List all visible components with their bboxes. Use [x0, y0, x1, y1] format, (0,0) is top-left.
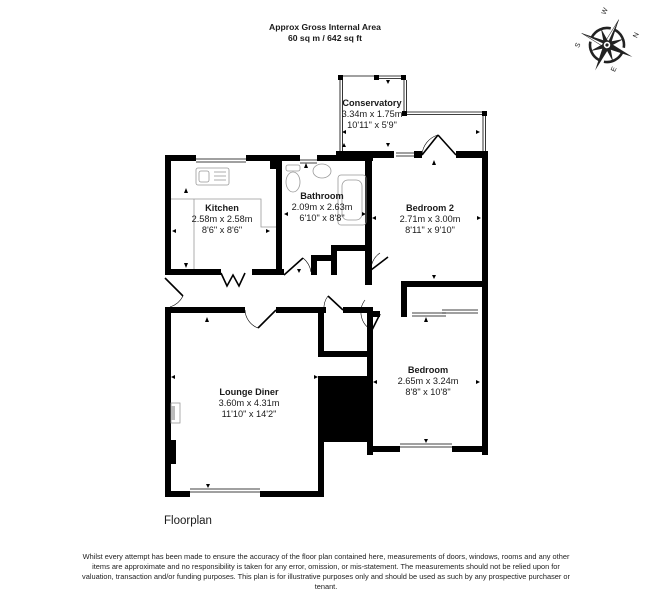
area-value: 60 sq m / 642 sq ft	[287, 32, 363, 43]
room-metric: 2.65m x 3.24m	[397, 376, 459, 386]
room-imperial: 10'11" x 5'9"	[347, 120, 397, 130]
floor-title: Floorplan	[164, 515, 212, 527]
room-metric: 3.60m x 4.31m	[218, 398, 280, 408]
room-name: Conservatory	[342, 98, 402, 108]
room-imperial: 8'6" x 8'6"	[201, 225, 243, 235]
room-imperial: 8'8" x 10'8"	[405, 387, 451, 397]
room-name: Lounge Diner	[219, 387, 279, 397]
area-header: Approx Gross Internal Area 60 sq m / 642…	[0, 22, 650, 43]
room-kitchen: Kitchen 2.58m x 2.58m 8'6" x 8'6"	[192, 203, 253, 236]
room-name: Kitchen	[205, 203, 239, 213]
room-name: Bedroom 2	[406, 203, 454, 213]
room-bathroom: Bathroom 2.09m x 2.63m 6'10" x 8'8"	[292, 191, 353, 224]
compass-rose-icon	[581, 19, 633, 71]
disclaimer-text: Whilst every attempt has been made to en…	[82, 552, 570, 591]
conservatory-walls	[338, 75, 487, 116]
room-bedroom: Bedroom 2.65m x 3.24m 8'8" x 10'8"	[398, 365, 459, 398]
room-metric: 2.58m x 2.58m	[191, 214, 253, 224]
room-lounge-diner: Lounge Diner 3.60m x 4.31m 11'10" x 14'2…	[219, 387, 280, 420]
room-imperial: 6'10" x 8'8"	[299, 213, 345, 223]
room-imperial: 11'10" x 14'2"	[221, 409, 277, 419]
room-name: Bathroom	[300, 191, 344, 201]
room-conservatory: Conservatory 3.34m x 1.75m 10'11" x 5'9"	[342, 98, 403, 131]
room-metric: 3.34m x 1.75m	[341, 109, 403, 119]
room-metric: 2.71m x 3.00m	[399, 214, 461, 224]
room-metric: 2.09m x 2.63m	[291, 202, 353, 212]
room-imperial: 8'11" x 9'10"	[405, 225, 455, 235]
room-bedroom-2: Bedroom 2 2.71m x 3.00m 8'11" x 9'10"	[400, 203, 461, 236]
area-title: Approx Gross Internal Area	[269, 22, 381, 32]
room-name: Bedroom	[407, 365, 449, 375]
